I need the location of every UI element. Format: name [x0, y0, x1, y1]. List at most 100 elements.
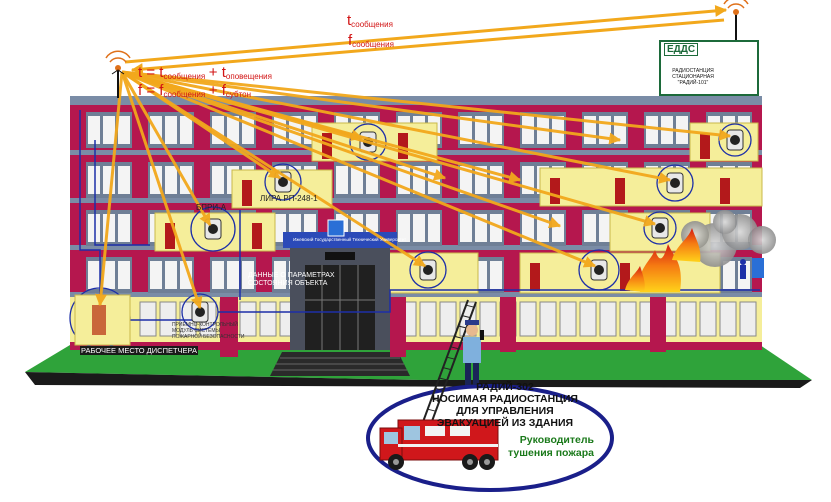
window-pane	[118, 261, 130, 289]
ladder-rung	[465, 304, 475, 308]
window-pane	[490, 261, 502, 289]
signal-arrow	[121, 70, 522, 183]
entrance-display	[325, 252, 355, 260]
receiver-speaker	[655, 223, 665, 233]
ground-window	[439, 301, 457, 337]
sensors-label: ДАННЫЕ О ПАРАМЕТРАХ СОСТОЯНИЯ ОБЪЕКТА	[248, 272, 348, 288]
window-pane	[475, 116, 487, 144]
ground-window	[579, 301, 597, 337]
left-f-b-sub: субтон	[225, 90, 252, 99]
edds-caption-2: СТАЦИОНАРНАЯ	[672, 74, 714, 80]
ground-window	[719, 301, 737, 337]
ladder-rung	[427, 408, 436, 412]
sensors-text: ДАННЫЕ О ПАРАМЕТРАХ СОСТОЯНИЯ ОБЪЕКТА	[248, 272, 335, 287]
ladder-rung	[458, 325, 467, 329]
window-pane	[584, 214, 596, 242]
left-t-b-sub: оповещения	[225, 72, 272, 81]
bpri-label: БПРИ-А	[196, 203, 227, 212]
flame-icon	[625, 228, 701, 292]
signal-arrow	[121, 70, 427, 268]
window-pane	[88, 116, 100, 144]
signal-arrow	[121, 70, 672, 184]
window-pane	[212, 261, 224, 289]
ground-window	[159, 301, 177, 337]
window-pane	[274, 261, 286, 289]
signal-arrow	[121, 70, 622, 145]
signal-arrow	[120, 71, 212, 227]
ground-window	[539, 301, 557, 337]
window-pane	[490, 116, 502, 144]
window-pane	[552, 116, 564, 144]
ladder-rung	[439, 377, 448, 381]
ground-window	[519, 301, 537, 337]
fire-truck-icon	[379, 419, 499, 470]
radiy-caption: РАДИЙ-302 НОСИМАЯ РАДИОСТАНЦИЯ ДЛЯ УПРАВ…	[430, 381, 580, 429]
ground-window	[619, 301, 637, 337]
receiver-speaker	[730, 135, 740, 145]
ground-window	[239, 301, 257, 337]
signal-arrow	[95, 71, 124, 307]
window-pane	[490, 214, 502, 242]
window-pane	[88, 261, 100, 289]
ladder-rung	[442, 367, 452, 371]
window-pane	[88, 166, 100, 194]
signal-arrow	[120, 71, 203, 310]
window-pane	[118, 116, 130, 144]
university-label: Ижевский Государственный Технический Уни…	[293, 237, 407, 242]
window-pane	[180, 261, 192, 289]
window-pane	[366, 166, 378, 194]
window-pane	[212, 166, 224, 194]
edds-caption-1: РАДИОСТАНЦИЯ	[672, 68, 714, 74]
dispatcher-label: РАБОЧЕЕ МЕСТО ДИСПЕТЧЕРА	[80, 346, 199, 355]
ground-window	[139, 301, 157, 337]
top-f-sub: сообщения	[352, 40, 394, 49]
edds-box: ЕДДС РАДИОСТАНЦИЯ СТАЦИОНАРНАЯ "РАДИЙ-10…	[659, 40, 759, 96]
left-t-a: t = t	[138, 64, 164, 81]
radiy-model: РАДИЙ-302	[476, 381, 534, 393]
commander-line1: Руководитель	[519, 434, 594, 446]
window-pane	[522, 116, 534, 144]
edds-antenna-icon	[723, 0, 749, 42]
window-pane	[646, 116, 658, 144]
left-formula-line2: f = fсообщения + fсубтон	[138, 82, 251, 99]
control-label-3: ПОЖАРНОЙ БЕЗОПАСНОСТИ	[172, 334, 245, 340]
top-formula-line1: tсообщения	[347, 12, 393, 29]
window-pane	[723, 261, 735, 289]
top-t-var: t	[347, 12, 352, 29]
ladder-rung	[431, 398, 440, 402]
edds-link-down	[130, 18, 725, 76]
window-pane	[599, 214, 611, 242]
window-pane	[460, 166, 472, 194]
left-formula-line1: t = tсообщения + tоповещения	[138, 64, 272, 81]
top-f-var: f	[348, 32, 353, 49]
window-pane	[150, 261, 162, 289]
control-label-2: МОДУЛЬ СИСТЕМЫ	[172, 328, 220, 334]
window-pane	[227, 116, 239, 144]
smoke	[681, 210, 776, 267]
left-t-a-sub: сообщения	[163, 72, 206, 81]
window-pane	[165, 261, 177, 289]
ladder-rung	[446, 356, 456, 360]
room-doors	[165, 133, 730, 291]
control-label-1: ПРИЁМНО-КОНТРОЛЬНЫЙ	[172, 322, 238, 328]
ground-window	[739, 301, 757, 337]
lira-label: ЛИРА РП-248-1	[260, 194, 318, 203]
edds-link-up	[124, 4, 728, 64]
window-pane	[88, 214, 100, 242]
window-pane	[398, 214, 410, 242]
signal-arrow	[121, 70, 597, 268]
radiy-line3: ДЛЯ УПРАВЛЕНИЯ	[456, 405, 554, 417]
ground-window	[479, 301, 497, 337]
window-pane	[118, 214, 130, 242]
left-f-a: f = f	[138, 82, 164, 99]
window-pane	[460, 214, 472, 242]
ladder-rung	[462, 315, 471, 319]
left-f-b: + f	[208, 82, 226, 99]
window-pane	[413, 214, 425, 242]
edds-title: ЕДДС	[664, 43, 699, 56]
ground-window	[679, 301, 697, 337]
top-t-sub: сообщения	[351, 20, 393, 29]
receiver-speaker	[195, 307, 205, 317]
window-pane	[522, 214, 534, 242]
